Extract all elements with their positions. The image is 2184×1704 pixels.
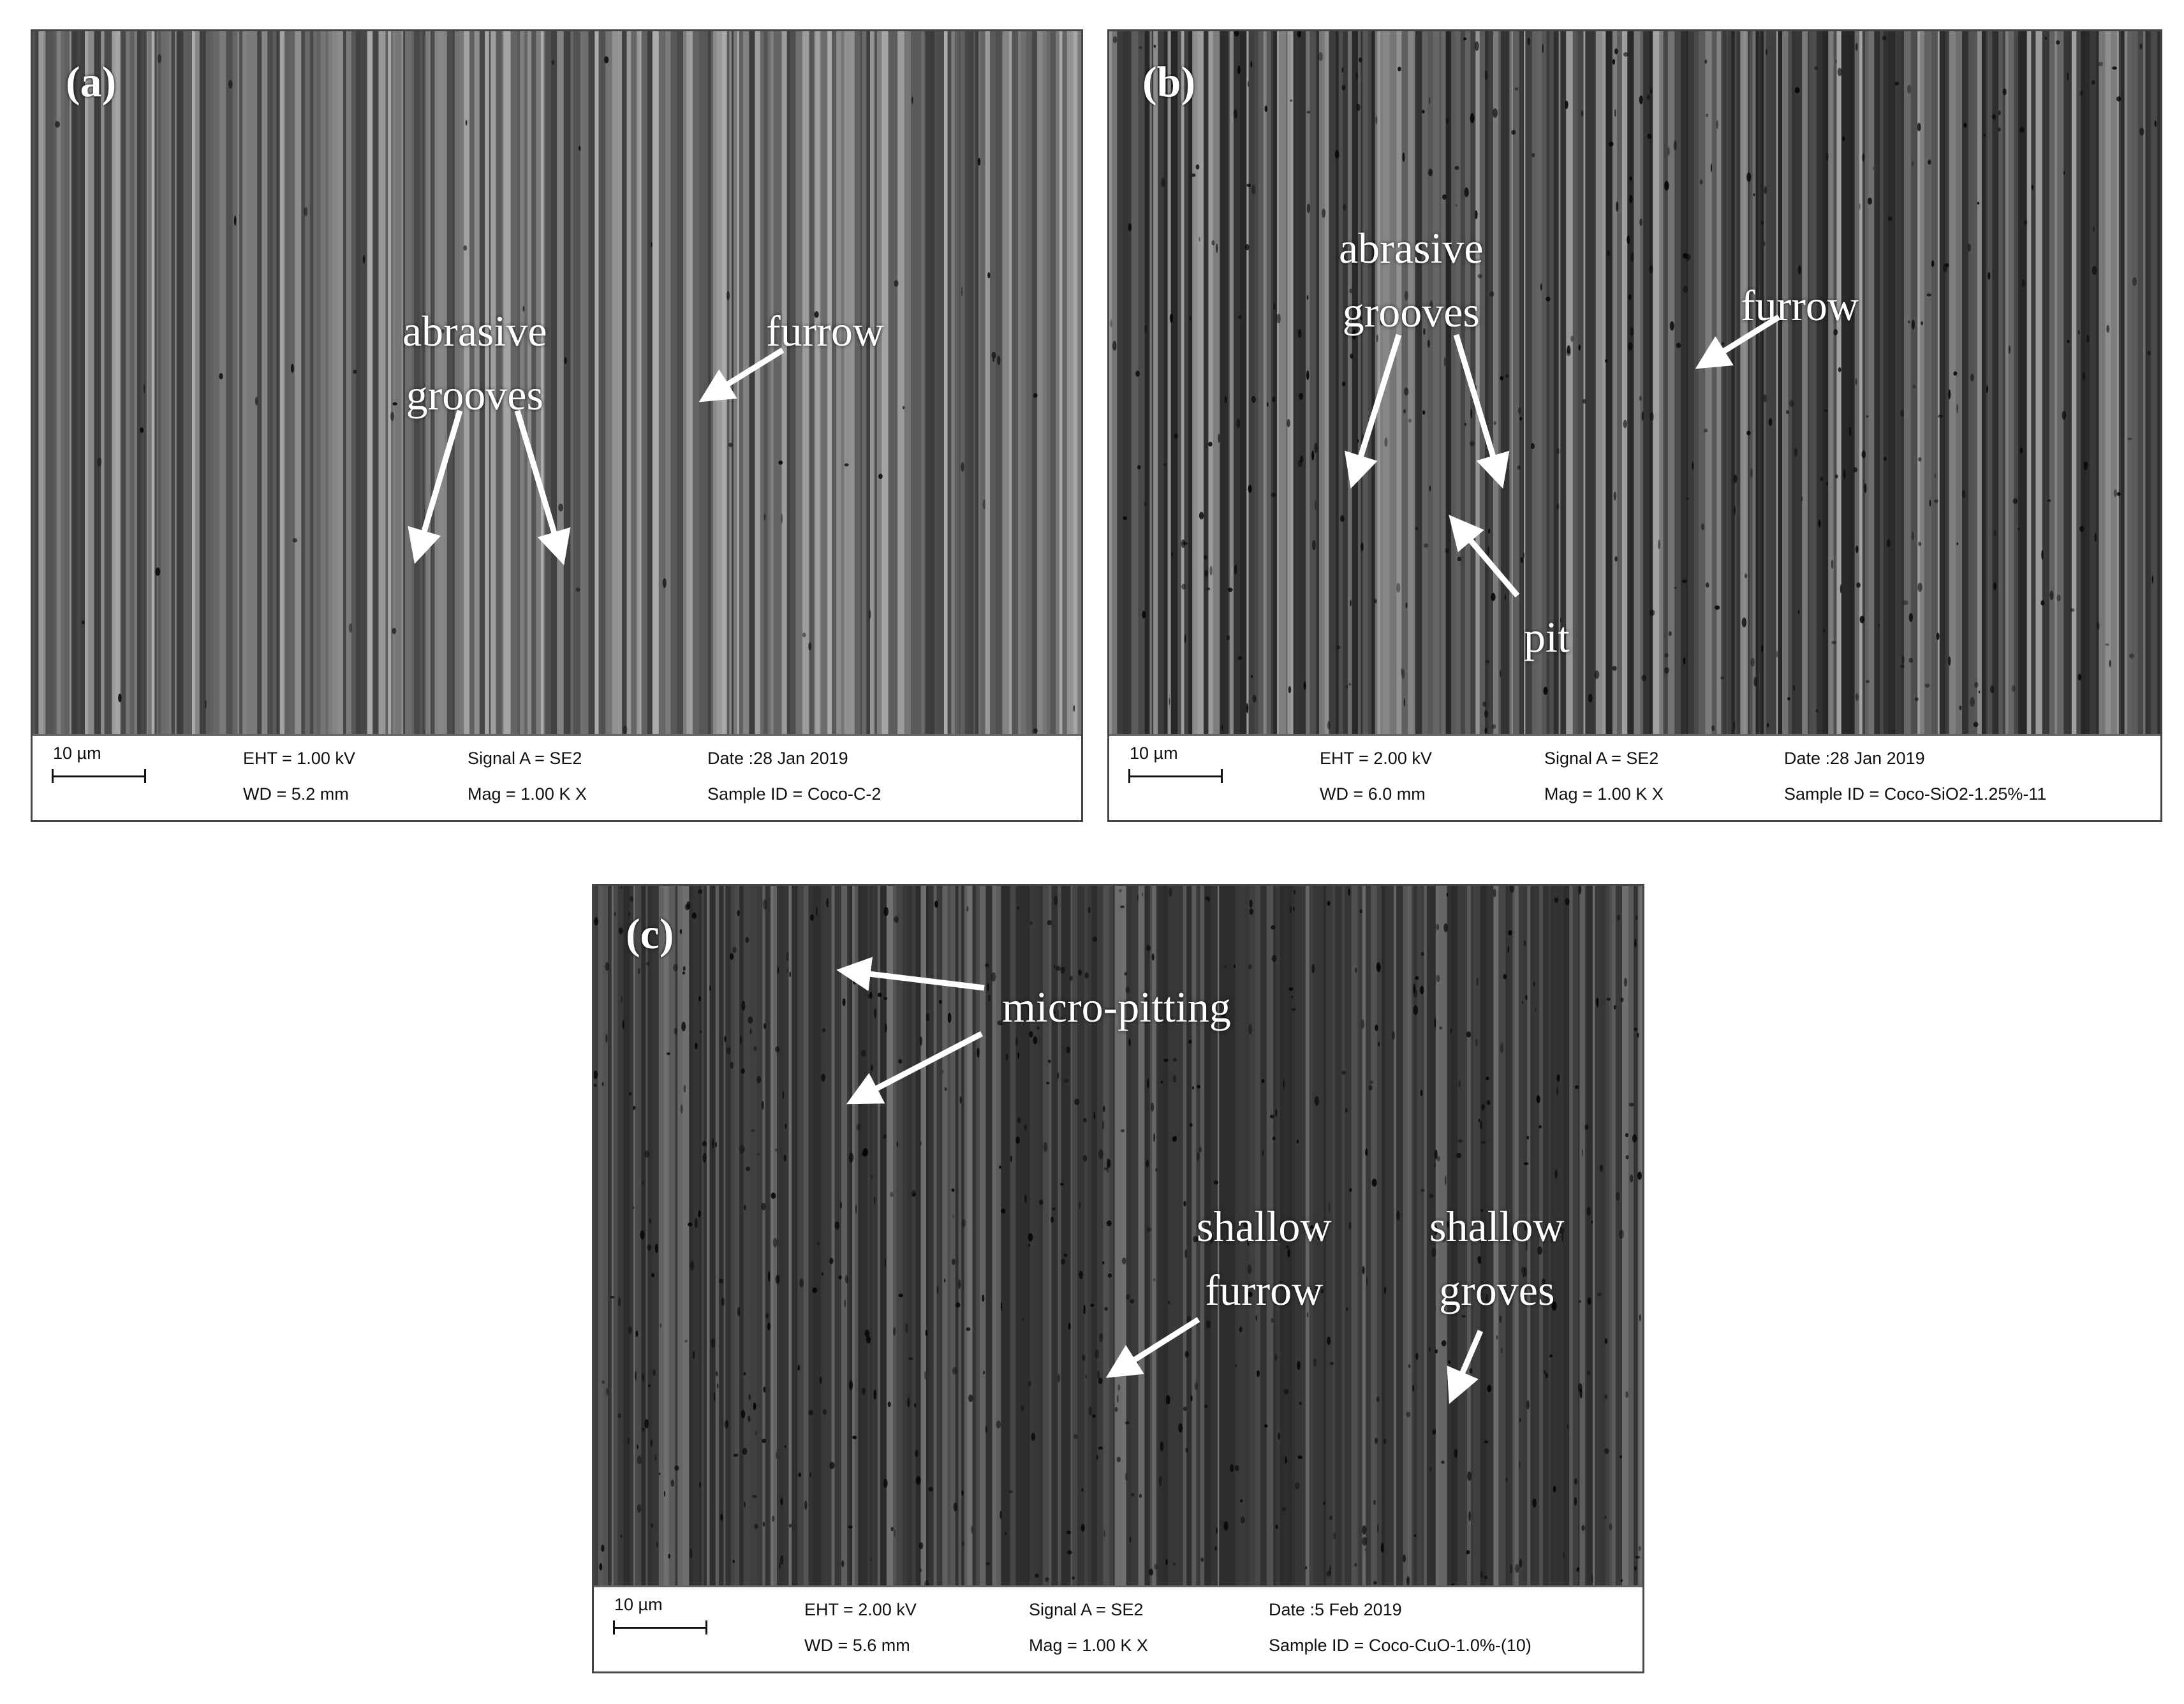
scale-bar-label: 10 µm bbox=[53, 744, 101, 763]
wd-value: WD = 6.0 mm bbox=[1320, 784, 1426, 804]
mag-value: Mag = 1.00 K X bbox=[1029, 1636, 1148, 1655]
sem-surface-texture-a bbox=[33, 31, 1081, 738]
annotation-line-2: furrow bbox=[1205, 1266, 1324, 1314]
sem-image-a bbox=[33, 31, 1081, 738]
annotation-shallow-groves-c: shallow groves bbox=[1429, 1194, 1565, 1322]
sem-surface-texture-c bbox=[594, 886, 1642, 1590]
annotation-line-2: groves bbox=[1439, 1266, 1555, 1314]
signal-value: Signal A = SE2 bbox=[1029, 1600, 1144, 1619]
eht-value: EHT = 2.00 kV bbox=[804, 1600, 917, 1619]
annotation-furrow-b: furrow bbox=[1741, 281, 1859, 330]
sample-id-value: Sample ID = Coco-CuO-1.0%-(10) bbox=[1269, 1636, 1531, 1655]
annotation-line-2: grooves bbox=[1342, 288, 1480, 336]
sample-id-value: Sample ID = Coco-SiO2-1.25%-11 bbox=[1784, 784, 2047, 804]
sem-databar-b: 10 µm EHT = 2.00 kV WD = 6.0 mm Signal A… bbox=[1109, 734, 2160, 820]
annotation-line-1: abrasive bbox=[402, 307, 547, 355]
sample-id-value: Sample ID = Coco-C-2 bbox=[707, 784, 882, 804]
date-value: Date :28 Jan 2019 bbox=[1784, 749, 1925, 768]
annotation-abrasive-grooves-a: abrasive grooves bbox=[402, 299, 547, 427]
scale-bar bbox=[52, 769, 146, 783]
panel-label-b: (b) bbox=[1142, 57, 1196, 106]
sem-image-c bbox=[594, 886, 1642, 1590]
annotation-abrasive-grooves-b: abrasive grooves bbox=[1339, 216, 1484, 344]
sem-panel-b: (b) abrasive grooves furrow pit 10 µm EH… bbox=[1107, 29, 2162, 822]
scale-bar-label: 10 µm bbox=[1130, 744, 1178, 763]
annotation-line-2: grooves bbox=[406, 371, 543, 419]
scale-bar bbox=[1128, 769, 1223, 783]
sem-surface-texture-b bbox=[1109, 31, 2160, 738]
mag-value: Mag = 1.00 K X bbox=[1544, 784, 1664, 804]
sem-image-b bbox=[1109, 31, 2160, 738]
eht-value: EHT = 1.00 kV bbox=[243, 749, 355, 768]
date-value: Date :28 Jan 2019 bbox=[707, 749, 848, 768]
annotation-furrow-a: furrow bbox=[766, 307, 885, 355]
annotation-line-1: shallow bbox=[1197, 1202, 1332, 1251]
annotation-line-1: abrasive bbox=[1339, 224, 1484, 272]
annotation-line-1: shallow bbox=[1429, 1202, 1565, 1251]
wd-value: WD = 5.2 mm bbox=[243, 784, 349, 804]
signal-value: Signal A = SE2 bbox=[1544, 749, 1659, 768]
annotation-pit-b: pit bbox=[1524, 613, 1570, 661]
scale-bar bbox=[613, 1620, 707, 1634]
date-value: Date :5 Feb 2019 bbox=[1269, 1600, 1402, 1619]
sem-databar-a: 10 µm EHT = 1.00 kV WD = 5.2 mm Signal A… bbox=[33, 734, 1081, 820]
scale-bar-label: 10 µm bbox=[614, 1595, 663, 1614]
signal-value: Signal A = SE2 bbox=[468, 749, 582, 768]
panel-label-c: (c) bbox=[626, 909, 674, 958]
sem-panel-c: (c) micro-pitting shallow furrow shallow… bbox=[592, 884, 1644, 1673]
annotation-micro-pitting-c: micro-pitting bbox=[1002, 983, 1231, 1031]
eht-value: EHT = 2.00 kV bbox=[1320, 749, 1432, 768]
panel-label-a: (a) bbox=[66, 57, 117, 106]
wd-value: WD = 5.6 mm bbox=[804, 1636, 910, 1655]
sem-databar-c: 10 µm EHT = 2.00 kV WD = 5.6 mm Signal A… bbox=[594, 1585, 1642, 1671]
mag-value: Mag = 1.00 K X bbox=[468, 784, 587, 804]
sem-panel-a: (a) abrasive grooves furrow 10 µm EHT = … bbox=[31, 29, 1083, 822]
annotation-shallow-furrow-c: shallow furrow bbox=[1197, 1194, 1332, 1322]
